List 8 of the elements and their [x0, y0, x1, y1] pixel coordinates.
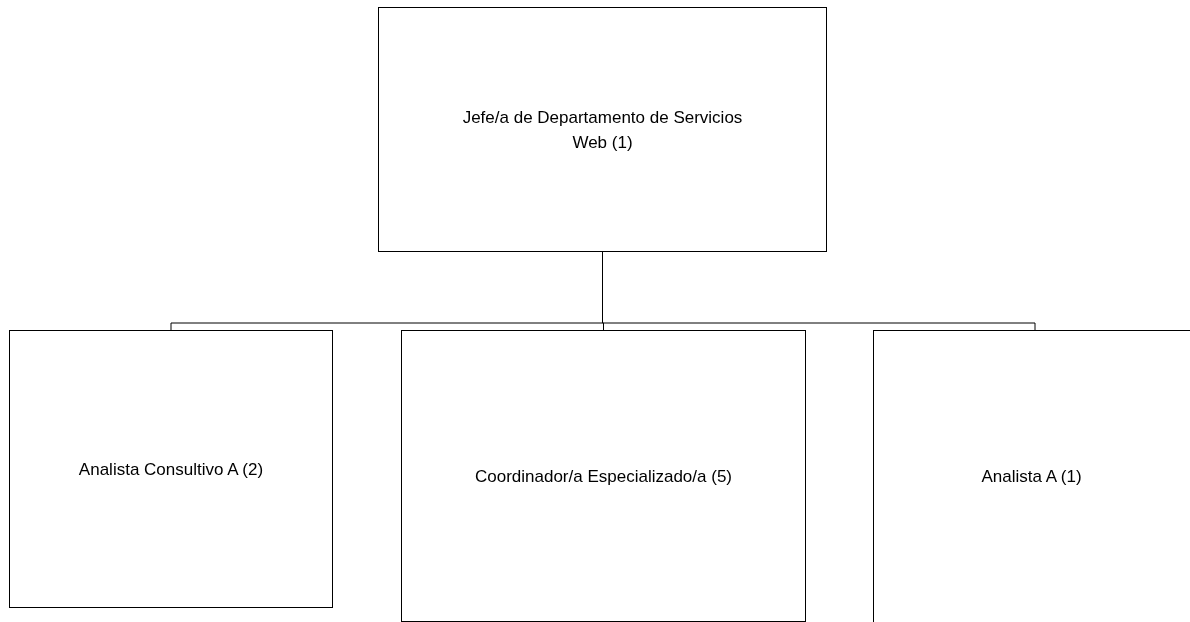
position-box	[378, 7, 827, 252]
position-title: Analista Consultivo A (2)	[78, 458, 264, 481]
position-box	[401, 330, 806, 622]
position-title: Coordinador/a Especializado/a (5)	[474, 465, 732, 488]
position-box	[9, 330, 333, 608]
position-box	[873, 330, 1190, 622]
position-title: Jefe/a de Departamento de Servicios Web (1)	[461, 106, 744, 154]
position-title: Analista A (1)	[981, 465, 1082, 488]
